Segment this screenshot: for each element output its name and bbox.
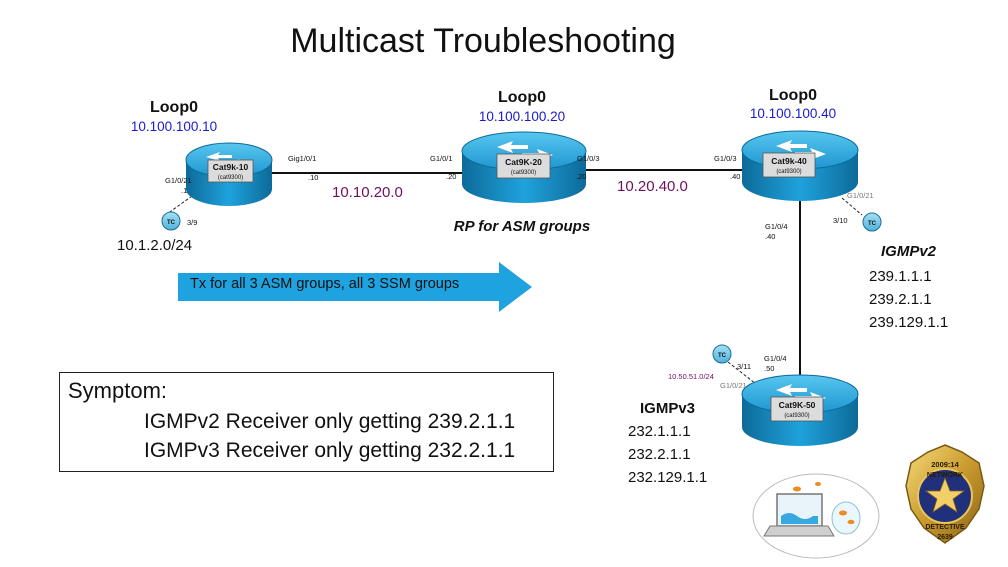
network-detective-badge: 2009:14 NETWORK DETECTIVE 2639	[905, 444, 985, 544]
symptom-box: Symptom: IGMPv2 Receiver only getting 23…	[59, 372, 554, 472]
igmpv3-group: 232.129.1.1	[628, 469, 707, 486]
tc-label: TC	[167, 220, 176, 226]
igmpv2-group: 239.129.1.1	[869, 314, 948, 331]
loop-ip-r40: 10.100.100.40	[750, 106, 836, 121]
router-model: (cat9300)	[776, 169, 801, 175]
subnet-10-1-2: 10.1.2.0/24	[117, 237, 192, 254]
tc-host-50[interactable]: TC	[712, 344, 732, 364]
igmpv3-group: 232.1.1.1	[628, 423, 691, 440]
link-tc50	[727, 361, 757, 385]
subnet-10-50-51: 10.50.51.0/24	[668, 372, 714, 381]
igmpv2-group: 239.2.1.1	[869, 291, 932, 308]
tc-label: TC	[718, 353, 727, 359]
if-label: G1/0/21	[720, 381, 747, 390]
loop-ip-r10: 10.100.100.10	[131, 119, 217, 134]
igmpv3-group: 232.2.1.1	[628, 446, 691, 463]
port-label: 3/10	[833, 216, 848, 225]
host-label: .20	[446, 172, 456, 181]
igmpv2-group: 239.1.1.1	[869, 268, 932, 285]
port-label: 3/9	[187, 218, 197, 227]
badge-bottom-arc: DETECTIVE	[925, 524, 965, 531]
loop-label-r40: Loop0	[769, 87, 817, 104]
host-label: .50	[764, 364, 774, 373]
host-label: .10	[308, 173, 318, 182]
subnet-10-10-20: 10.10.20.0	[332, 184, 403, 201]
host-label: .20	[576, 172, 586, 181]
router-cat9k-20[interactable]: Cat9K-20 (cat9300)	[461, 131, 587, 203]
router-cat9k-40[interactable]: Cat9k-40 (cat9300)	[741, 130, 859, 201]
port-label: 3/11	[737, 362, 751, 371]
router-model: (cat9300)	[511, 170, 536, 176]
link-tc40	[841, 197, 863, 216]
router-model: (cat9300)	[784, 413, 809, 419]
tc-label: TC	[868, 221, 877, 227]
loop-label-r10: Loop0	[150, 99, 198, 116]
host-label: .40	[730, 172, 740, 181]
tx-arrow	[178, 262, 532, 312]
if-label: G1/0/3	[714, 154, 737, 163]
tx-arrow-label: Tx for all 3 ASM groups, all 3 SSM group…	[190, 276, 460, 292]
if-label: G1/0/21	[847, 191, 874, 200]
symptom-line: IGMPv3 Receiver only getting 232.2.1.1	[144, 439, 516, 462]
badge-number: 2639	[937, 534, 953, 541]
tc-host-10[interactable]: TC	[161, 211, 181, 231]
subnet-10-20-40: 10.20.40.0	[617, 178, 688, 195]
badge-top: 2009:14	[931, 460, 959, 469]
router-model: (cat9300)	[218, 175, 243, 181]
router-name: Cat9k-10	[213, 162, 249, 172]
igmpv3-title: IGMPv3	[640, 400, 695, 417]
if-label: Gig1/0/1	[288, 154, 316, 163]
loop-ip-r20: 10.100.100.20	[479, 109, 565, 124]
host-label: .1	[181, 186, 187, 195]
igmpv2-title: IGMPv2	[881, 243, 937, 260]
link-tc10	[166, 195, 193, 215]
symptom-line: IGMPv2 Receiver only getting 239.2.1.1	[144, 410, 516, 433]
router-name: Cat9K-50	[779, 400, 816, 410]
symptom-title: Symptom:	[68, 378, 168, 403]
if-label: G1/0/4	[765, 222, 788, 231]
host-label: .40	[765, 232, 775, 241]
page-title: Multicast Troubleshooting	[290, 22, 676, 60]
if-label: G1/0/3	[577, 154, 600, 163]
laptop-fishbowl-illustration	[752, 473, 880, 559]
if-label: G1/0/1	[430, 154, 453, 163]
router-cat9k-10[interactable]: Cat9k-10 (cat9300)	[185, 142, 273, 206]
rp-note: RP for ASM groups	[454, 218, 590, 235]
loop-label-r20: Loop0	[498, 89, 546, 106]
if-label: G1/0/21	[165, 176, 192, 185]
router-name: Cat9K-20	[505, 157, 542, 167]
router-cat9k-50[interactable]: Cat9K-50 (cat9300)	[741, 374, 859, 446]
if-label: G1/0/4	[764, 354, 787, 363]
tc-host-40[interactable]: TC	[862, 212, 882, 232]
router-name: Cat9k-40	[771, 156, 807, 166]
badge-arc: NETWORK	[927, 472, 963, 479]
